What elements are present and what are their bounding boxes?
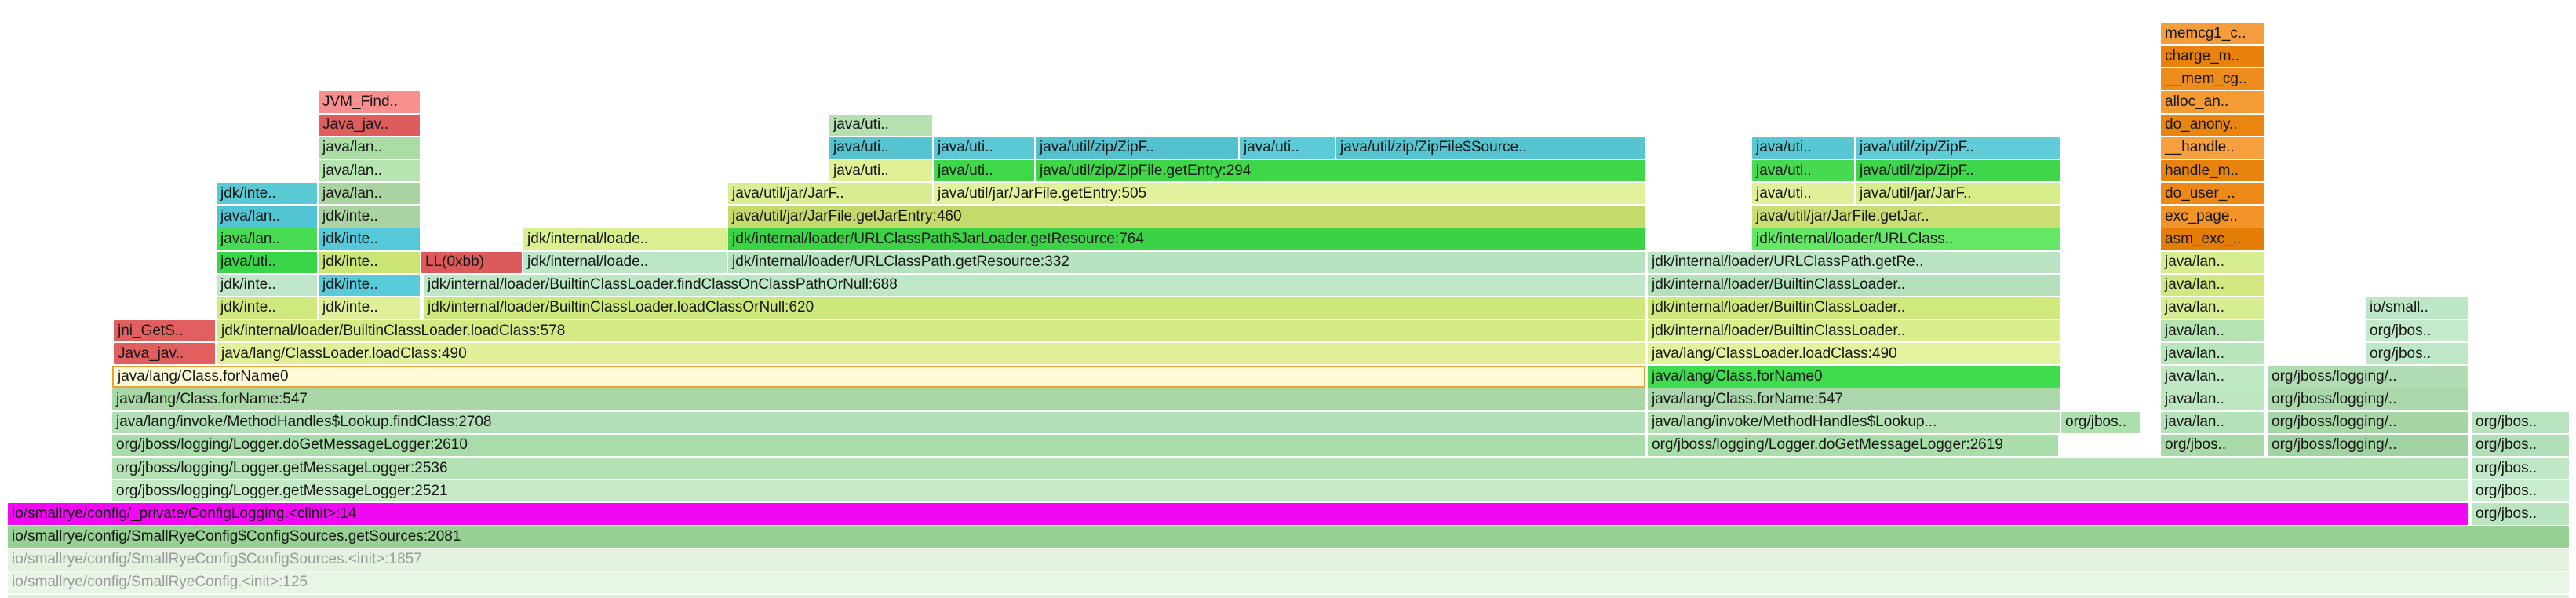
flame-frame[interactable]: java/lang/ClassLoader.loadClass:490	[217, 343, 1645, 365]
flame-frame[interactable]: java/uti..	[829, 137, 932, 159]
flame-frame[interactable]: java/uti..	[829, 159, 932, 182]
flame-frame[interactable]: alloc_an..	[2161, 91, 2264, 113]
flame-frame[interactable]: JVM_Find..	[319, 91, 420, 113]
flame-frame[interactable]: jdk/inte..	[217, 297, 317, 319]
flame-frame[interactable]: jdk/internal/loader/URLClassPath.getReso…	[728, 251, 1645, 273]
flame-frame[interactable]: jdk/internal/loader/BuiltinClassLoader.l…	[217, 319, 1645, 342]
flame-frame[interactable]: java/lang/Class.forName:547	[1648, 388, 2060, 410]
flame-frame[interactable]: org/jbos..	[2472, 411, 2569, 433]
flame-frame[interactable]: charge_m..	[2161, 46, 2264, 67]
flame-frame[interactable]: org/jboss/logging/Logger.doGetMessageLog…	[112, 434, 1645, 457]
flame-frame[interactable]: jdk/internal/loader/URLClassPath.getRe..	[1648, 251, 2060, 273]
flame-frame[interactable]: jdk/inte..	[319, 206, 420, 228]
flame-frame[interactable]: jdk/inte..	[319, 228, 420, 250]
flame-frame[interactable]: java/util/jar/JarF..	[1856, 183, 2060, 205]
flame-frame[interactable]: memcg1_c..	[2161, 23, 2264, 45]
flame-frame[interactable]	[8, 594, 2569, 598]
flame-frame[interactable]: io/smallrye/config/SmallRyeConfig$Config…	[8, 526, 2569, 548]
flame-frame[interactable]: Java_jav..	[114, 343, 215, 365]
flame-frame[interactable]: jdk/internal/loader/URLClass..	[1752, 228, 2060, 250]
flame-frame[interactable]: org/jbos..	[2366, 319, 2468, 342]
flame-frame[interactable]: org/jboss/logging/Logger.doGetMessageLog…	[1648, 434, 2058, 457]
flame-frame[interactable]: Java_jav..	[319, 114, 420, 136]
flame-frame[interactable]: java/util/jar/JarFile.getJarEntry:460	[728, 206, 1645, 228]
flame-frame[interactable]: java/lan..	[2161, 366, 2264, 388]
flame-frame[interactable]: java/uti..	[1752, 137, 1854, 159]
flame-frame[interactable]: java/lan..	[217, 228, 317, 250]
flame-frame[interactable]: java/uti..	[217, 251, 317, 273]
flame-frame[interactable]: jdk/inte..	[319, 251, 420, 273]
flame-frame[interactable]: org/jboss/logging/..	[2268, 366, 2468, 388]
flame-frame[interactable]: org/jbos..	[2472, 503, 2569, 525]
flame-frame[interactable]: jdk/internal/loader/BuiltinClassLoader..	[1648, 274, 2060, 297]
flame-frame[interactable]: java/lan..	[2161, 388, 2264, 410]
flame-frame[interactable]: java/lang/Class.forName0	[1648, 366, 2060, 388]
flame-frame[interactable]: LL(0xbb)	[421, 251, 522, 273]
flame-frame[interactable]: java/lan..	[2161, 297, 2264, 319]
flame-frame[interactable]: jdk/internal/loade..	[523, 228, 727, 250]
flame-frame[interactable]: do_anony..	[2161, 114, 2264, 136]
flame-frame[interactable]: java/util/zip/ZipF..	[1036, 137, 1238, 159]
flame-frame[interactable]: org/jboss/logging/Logger.getMessageLogge…	[112, 457, 2468, 479]
flame-frame[interactable]: handle_m..	[2161, 159, 2264, 182]
flame-frame[interactable]: org/jboss/logging/..	[2268, 388, 2468, 410]
flame-frame[interactable]: jdk/internal/loader/BuiltinClassLoader..	[1648, 319, 2060, 342]
flame-frame[interactable]: java/lang/invoke/MethodHandles$Lookup...	[1648, 411, 2060, 433]
flame-frame[interactable]: __mem_cg..	[2161, 68, 2264, 90]
flame-frame[interactable]: org/jboss/logging/Logger.getMessageLogge…	[112, 480, 2468, 502]
flame-frame[interactable]: java/lan..	[217, 206, 317, 228]
flame-frame[interactable]: asm_exc_..	[2161, 228, 2264, 250]
flame-frame[interactable]: java/lan..	[319, 137, 420, 159]
flame-frame[interactable]: jdk/internal/loader/BuiltinClassLoader..	[1648, 297, 2060, 319]
flame-frame[interactable]: java/lan..	[319, 183, 420, 205]
flame-frame[interactable]: jdk/inte..	[217, 274, 317, 297]
flame-frame[interactable]: jdk/internal/loader/BuiltinClassLoader.l…	[424, 297, 1645, 319]
flame-frame[interactable]: java/lang/invoke/MethodHandles$Lookup.fi…	[112, 411, 1645, 433]
flame-frame[interactable]: java/lang/ClassLoader.loadClass:490	[1648, 343, 2060, 365]
flame-frame[interactable]: io/smallrye/config/SmallRyeConfig$Config…	[8, 549, 2569, 571]
flame-frame[interactable]: do_user_..	[2161, 183, 2264, 205]
flame-frame[interactable]: java/util/zip/ZipFile$Source..	[1336, 137, 1645, 159]
flame-frame[interactable]: java/uti..	[1752, 183, 1854, 205]
flame-frame[interactable]: io/small..	[2366, 297, 2468, 319]
flame-frame[interactable]: java/uti..	[1752, 159, 1854, 182]
flame-frame[interactable]: java/util/jar/JarF..	[728, 183, 932, 205]
flame-frame[interactable]: java/lan..	[2161, 343, 2264, 365]
flame-frame[interactable]: java/util/jar/JarFile.getEntry:505	[934, 183, 1645, 205]
flame-frame[interactable]: jdk/inte..	[217, 183, 317, 205]
flame-frame[interactable]: java/lan..	[2161, 411, 2264, 433]
flame-frame[interactable]: java/lan..	[2161, 251, 2264, 273]
flame-frame[interactable]: io/smallrye/config/_private/ConfigLoggin…	[8, 503, 2468, 525]
flame-frame[interactable]: java/uti..	[1240, 137, 1335, 159]
flame-frame[interactable]: java/util/zip/ZipFile.getEntry:294	[1036, 159, 1645, 182]
flame-frame[interactable]: java/lan..	[2161, 274, 2264, 297]
flame-frame[interactable]: java/util/zip/ZipF..	[1856, 137, 2060, 159]
flame-frame[interactable]: org/jbos..	[2472, 480, 2569, 502]
flame-frame[interactable]: org/jbos..	[2161, 434, 2264, 457]
flame-frame[interactable]: io/smallrye/config/SmallRyeConfig.<init>…	[8, 571, 2569, 593]
flame-frame[interactable]: java/lan..	[319, 159, 420, 182]
flame-frame[interactable]: java/lang/Class.forName:547	[112, 388, 1645, 410]
flame-frame[interactable]: exc_page..	[2161, 206, 2264, 228]
flame-frame[interactable]: java/util/zip/ZipF..	[1856, 159, 2060, 182]
flame-frame[interactable]: jdk/inte..	[319, 274, 420, 297]
flame-frame[interactable]: java/uti..	[934, 137, 1034, 159]
flame-frame[interactable]: jni_GetS..	[114, 319, 215, 342]
flame-frame[interactable]: jdk/inte..	[319, 297, 420, 319]
flame-frame[interactable]: org/jbos..	[2472, 434, 2569, 457]
flame-frame[interactable]: jdk/internal/loade..	[523, 251, 727, 273]
flame-frame[interactable]: java/uti..	[934, 159, 1034, 182]
flame-frame[interactable]: java/lang/Class.forName0	[112, 366, 1645, 388]
flame-frame[interactable]: jdk/internal/loader/URLClassPath$JarLoad…	[728, 228, 1645, 250]
flame-frame[interactable]: jdk/internal/loader/BuiltinClassLoader.f…	[424, 274, 1645, 297]
flame-frame[interactable]: org/jbos..	[2472, 457, 2569, 479]
flame-frame[interactable]: org/jbos..	[2061, 411, 2140, 433]
flame-frame[interactable]: org/jbos..	[2366, 343, 2468, 365]
flame-frame[interactable]: __handle..	[2161, 137, 2264, 159]
flame-frame[interactable]: java/lan..	[2161, 319, 2264, 342]
flame-frame[interactable]: java/util/jar/JarFile.getJar..	[1752, 206, 2060, 228]
flame-frame[interactable]: org/jboss/logging/..	[2268, 411, 2468, 433]
flame-frame[interactable]: org/jboss/logging/..	[2268, 434, 2468, 457]
flame-frame[interactable]: java/uti..	[829, 114, 932, 136]
